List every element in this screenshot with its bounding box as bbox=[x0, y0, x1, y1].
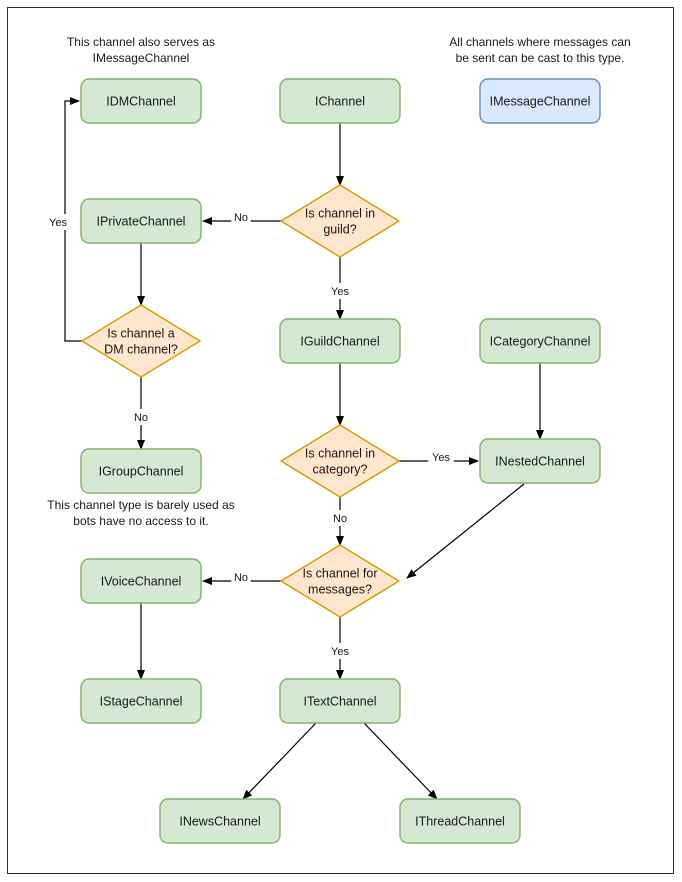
process-shape bbox=[80, 198, 202, 244]
node-idm[interactable]: IDMChannel bbox=[80, 78, 202, 124]
node-label: IPrivateChannel bbox=[97, 215, 186, 229]
edge-label-backdrop bbox=[231, 569, 251, 585]
node-label: IDMChannel bbox=[106, 95, 175, 109]
node-itext[interactable]: ITextChannel bbox=[279, 678, 401, 724]
edge-label: Yes bbox=[331, 646, 349, 658]
node-label: IGuildChannel bbox=[300, 335, 379, 349]
edge-itext-to-inews bbox=[242, 722, 317, 800]
node-inested[interactable]: INestedChannel bbox=[479, 438, 601, 484]
node-ichannel[interactable]: IChannel bbox=[279, 78, 401, 124]
edge-dmessages-to-ivoice: No bbox=[202, 569, 281, 585]
edge-label-backdrop bbox=[131, 409, 151, 425]
process-shape bbox=[399, 798, 521, 844]
edge-dcategory-to-dmessages: No bbox=[330, 497, 350, 546]
edge-itext-to-ithread bbox=[363, 722, 438, 800]
edge-label-backdrop bbox=[428, 449, 454, 465]
node-iprivate[interactable]: IPrivateChannel bbox=[80, 198, 202, 244]
node-label: IVoiceChannel bbox=[101, 575, 182, 589]
node-imessage[interactable]: IMessageChannel bbox=[479, 78, 601, 124]
process-shape bbox=[479, 78, 601, 124]
node-label: IStageChannel bbox=[100, 695, 183, 709]
edge-label: No bbox=[134, 412, 148, 424]
edge-label: Yes bbox=[432, 452, 450, 464]
decision-shape bbox=[280, 544, 400, 618]
node-label: INestedChannel bbox=[495, 455, 585, 469]
node-label: IThreadChannel bbox=[415, 815, 505, 829]
edge-ddm-to-igroup: No bbox=[131, 377, 151, 450]
process-shape bbox=[479, 318, 601, 364]
process-shape bbox=[479, 438, 601, 484]
edge-line bbox=[406, 483, 525, 579]
decision-shape bbox=[280, 424, 400, 498]
process-shape bbox=[80, 448, 202, 494]
edge-label-backdrop bbox=[45, 214, 71, 230]
edge-line bbox=[363, 722, 438, 800]
node-ithread[interactable]: IThreadChannel bbox=[399, 798, 521, 844]
edge-dmessages-to-itext: Yes bbox=[327, 617, 353, 680]
edge-label: No bbox=[333, 513, 347, 525]
edge-label: Yes bbox=[49, 217, 67, 229]
node-label: IMessageChannel bbox=[490, 95, 591, 109]
edge-label: Yes bbox=[331, 286, 349, 298]
node-label: ICategoryChannel bbox=[490, 335, 591, 349]
process-shape bbox=[80, 678, 202, 724]
edge-inested-to-dmessages bbox=[406, 483, 525, 579]
process-shape bbox=[279, 318, 401, 364]
edge-label-backdrop bbox=[327, 643, 353, 659]
edge-label-backdrop bbox=[327, 283, 353, 299]
node-label: ITextChannel bbox=[304, 695, 377, 709]
edge-line bbox=[242, 722, 317, 800]
edge-dguild-to-iprivate: No bbox=[202, 209, 281, 225]
process-shape bbox=[159, 798, 281, 844]
nodes-layer: IDMChannel IChannel IMessageChannelIPrivat… bbox=[80, 78, 601, 844]
node-ivoice[interactable]: IVoiceChannel bbox=[80, 558, 202, 604]
node-inews[interactable]: INewsChannel bbox=[159, 798, 281, 844]
edge-label: No bbox=[234, 212, 248, 224]
decision-shape bbox=[81, 304, 201, 378]
edge-ddm-to-idm: Yes bbox=[45, 97, 82, 342]
decision-shape bbox=[280, 184, 400, 258]
node-label: INewsChannel bbox=[179, 815, 260, 829]
process-shape bbox=[279, 78, 401, 124]
process-shape bbox=[80, 558, 202, 604]
edge-label-backdrop bbox=[231, 209, 251, 225]
node-label: IGroupChannel bbox=[99, 465, 184, 479]
node-igroup[interactable]: IGroupChannel bbox=[80, 448, 202, 494]
edge-label: No bbox=[234, 572, 248, 584]
edge-dcategory-to-inested: Yes bbox=[399, 449, 479, 465]
process-shape bbox=[80, 78, 202, 124]
process-shape bbox=[279, 678, 401, 724]
node-iguild[interactable]: IGuildChannel bbox=[279, 318, 401, 364]
node-icategory[interactable]: ICategoryChannel bbox=[479, 318, 601, 364]
node-label: IChannel bbox=[315, 95, 365, 109]
edge-label-backdrop bbox=[330, 510, 350, 526]
node-istage[interactable]: IStageChannel bbox=[80, 678, 202, 724]
edge-dguild-to-iguild: Yes bbox=[327, 257, 353, 320]
